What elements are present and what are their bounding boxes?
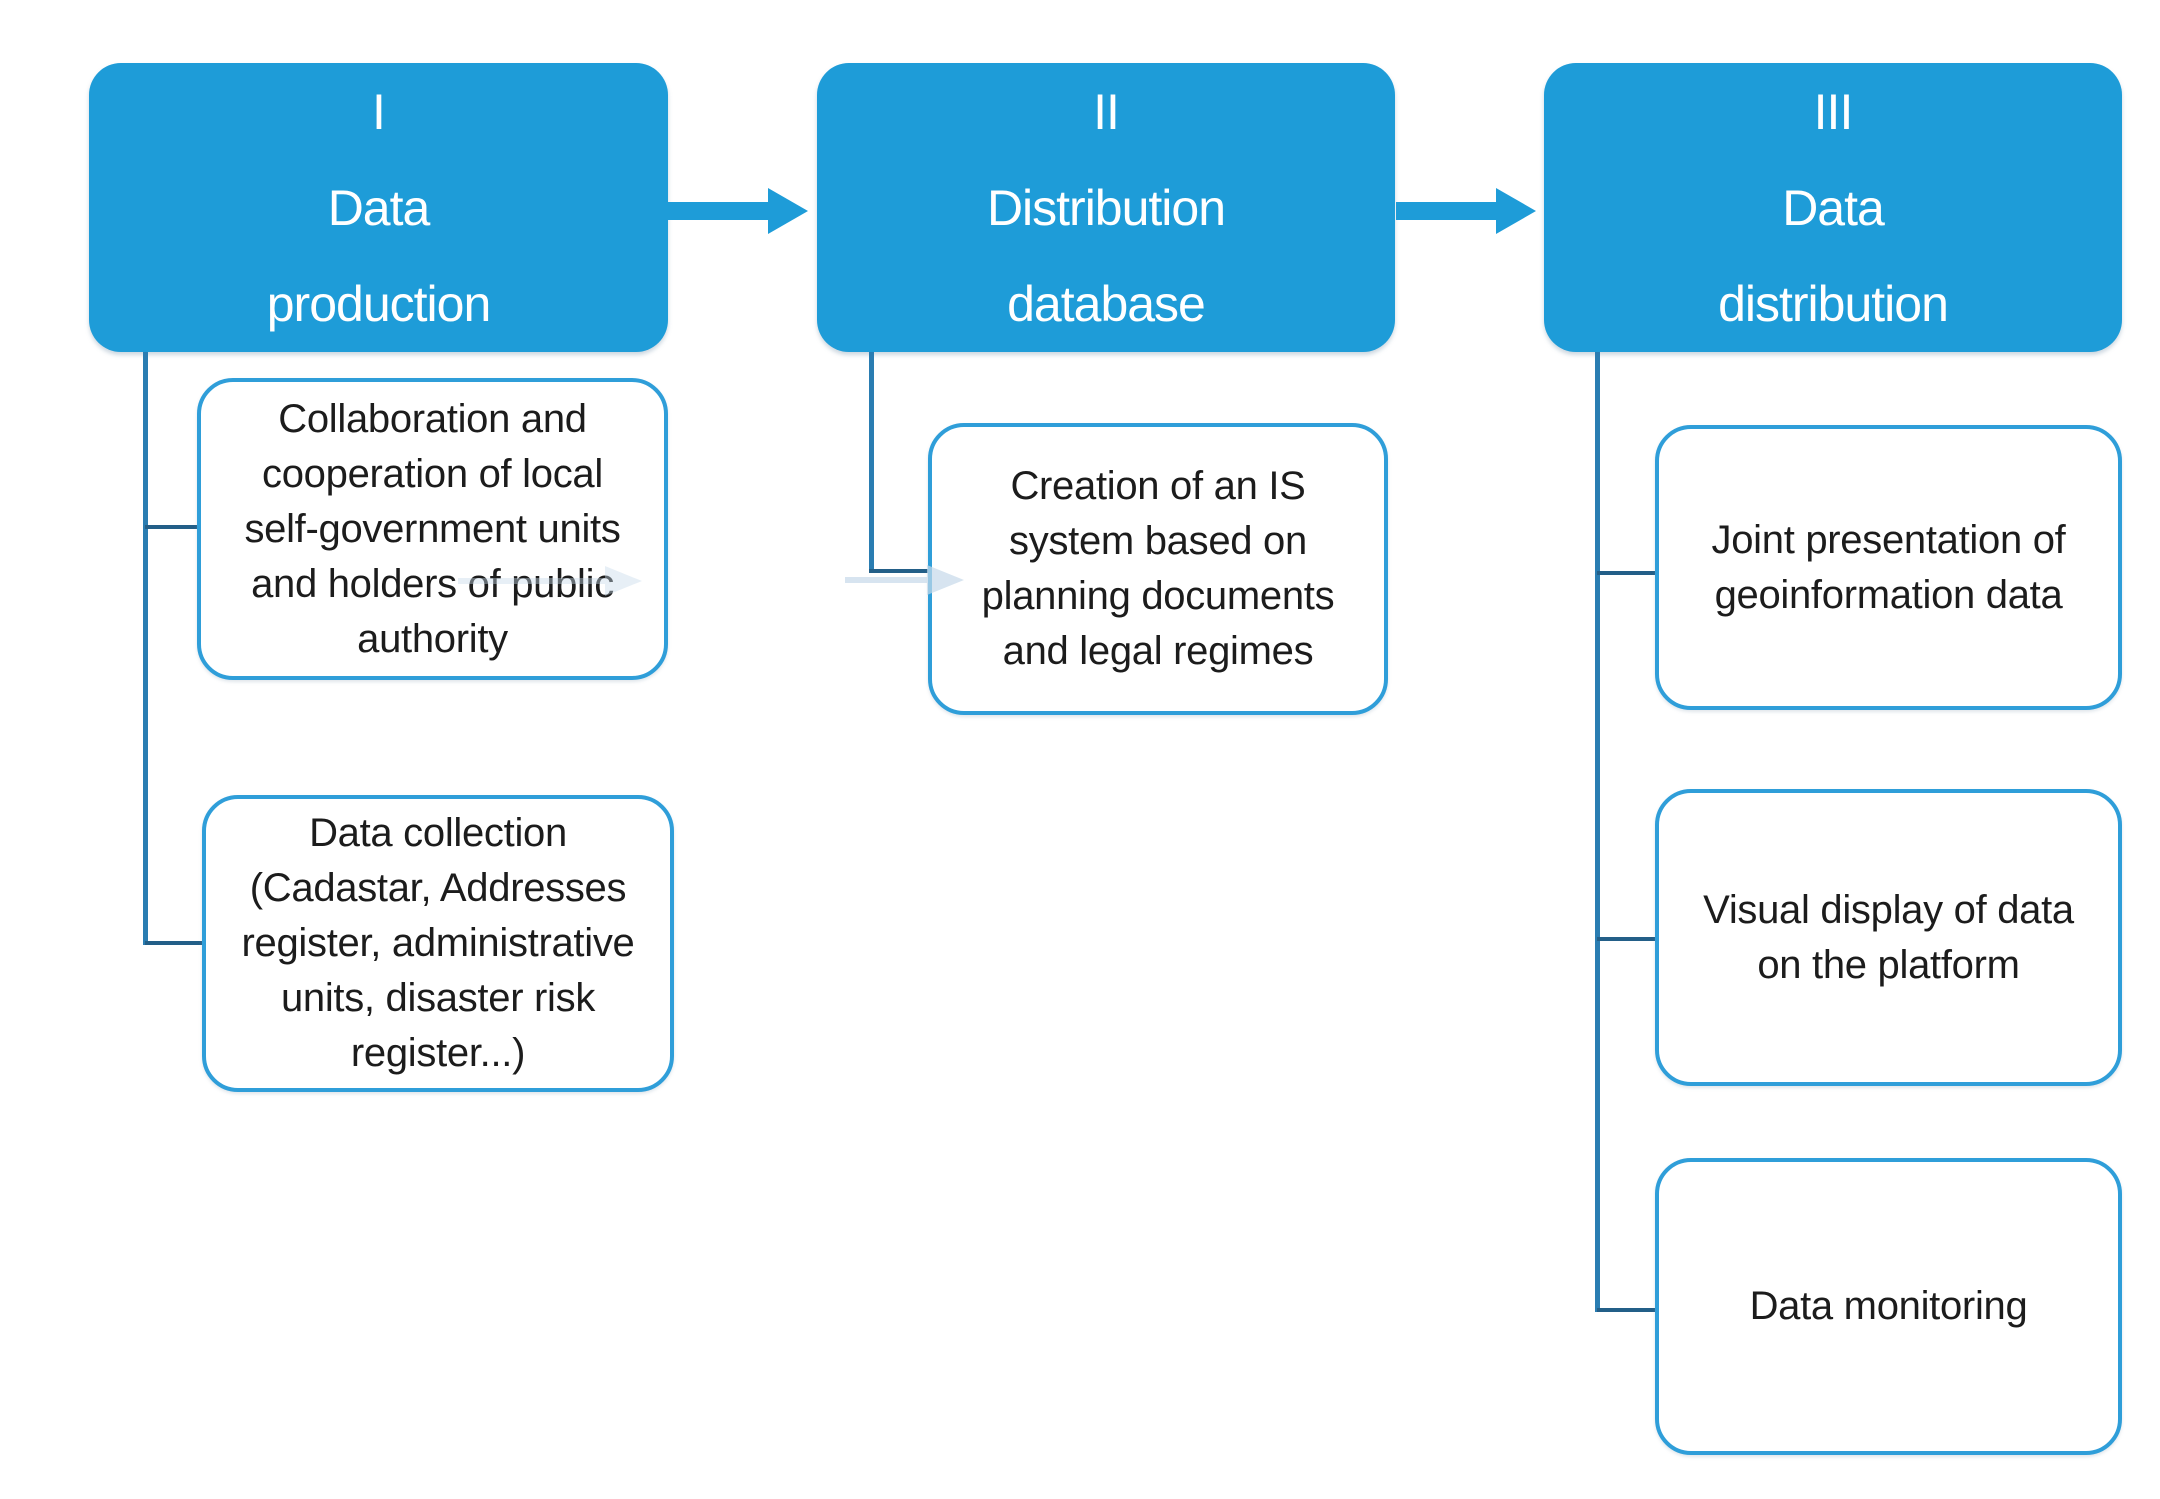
stage-3-child-1-stub — [1597, 571, 1657, 575]
stage-1-child-box-collaboration: Collaboration and cooperation of local s… — [197, 378, 668, 680]
stage-3-title-line-2: distribution — [1718, 275, 1949, 332]
stage-1-child-box-data-collection: Data collection (Cadastar, Addresses reg… — [202, 795, 674, 1092]
stage-1-title-line-1: Data — [327, 179, 431, 236]
stage-3-child-box-joint-presentation: Joint presentation of geoinformation dat… — [1655, 425, 2122, 710]
stage-3-child-2-stub — [1597, 937, 1657, 941]
stage-3-child-box-data-monitoring: Data monitoring — [1655, 1158, 2122, 1455]
stage-2-connector-line — [869, 352, 874, 573]
stage-3-connector-line — [1595, 352, 1600, 1312]
stage-2-child-1-text: Creation of an IS system based on planni… — [981, 464, 1335, 673]
stage-3-child-3-stub — [1597, 1308, 1657, 1312]
stage-3-numeral: III — [1813, 83, 1854, 140]
right-arrow-icon — [1396, 186, 1538, 236]
right-arrow-icon — [668, 186, 810, 236]
stage-1-numeral: I — [372, 83, 386, 140]
stage-3-child-1-text: Joint presentation of geoinformation dat… — [1711, 517, 2066, 617]
stage-1-child-1-text: Collaboration and cooperation of local s… — [244, 396, 621, 661]
stage-1-child-2-text: Data collection (Cadastar, Addresses reg… — [241, 811, 635, 1075]
stage-3-title-line-1: Data — [1782, 179, 1885, 236]
stage-2-title-line-2: database — [1007, 275, 1206, 332]
stage-2-header-box: II Distribution database — [817, 63, 1395, 352]
stage-1-child-2-stub — [145, 941, 204, 945]
stage-2-child-box-is-system: Creation of an IS system based on planni… — [928, 423, 1388, 715]
stage-1-connector-line — [143, 352, 148, 945]
stage-3-child-2-text: Visual display of data on the platform — [1703, 887, 2074, 987]
stage-2-title-line-1: Distribution — [986, 179, 1226, 236]
stage-3-child-3-text: Data monitoring — [1749, 1284, 2028, 1328]
stage-3-header-box: III Data distribution — [1544, 63, 2122, 352]
stage-1-child-1-stub — [145, 525, 199, 529]
stage-2-numeral: II — [1093, 83, 1120, 140]
stage-1-header-box: I Data production — [89, 63, 668, 352]
stage-3-child-box-visual-display: Visual display of data on the platform — [1655, 789, 2122, 1086]
stage-2-child-1-stub — [869, 569, 930, 573]
stage-1-title-line-2: production — [266, 275, 492, 332]
